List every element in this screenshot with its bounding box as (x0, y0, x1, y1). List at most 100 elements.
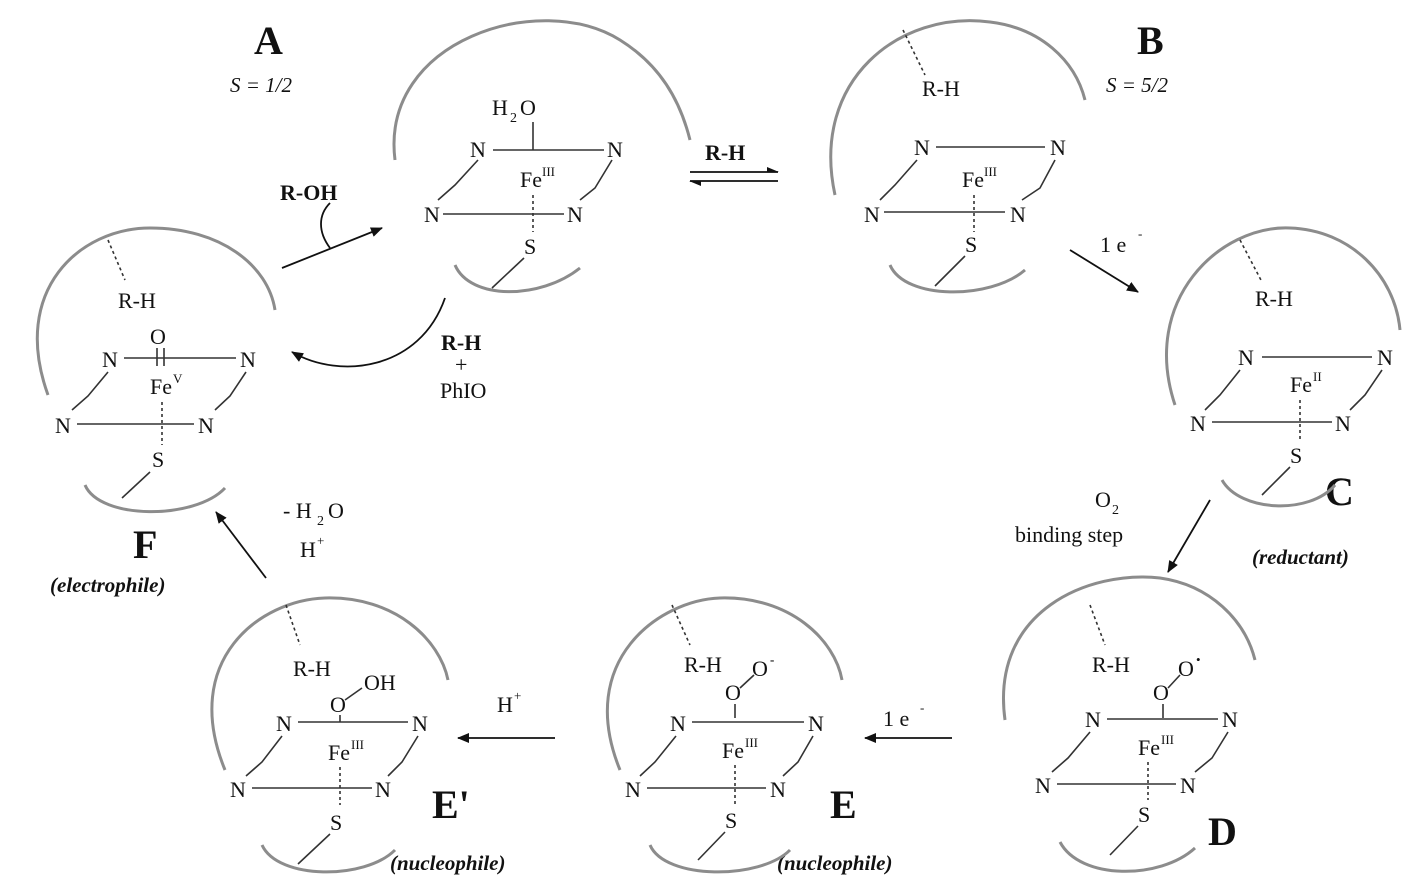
role-label-e-prime: (nucleophile) (390, 851, 506, 875)
svg-text:+: + (455, 352, 467, 377)
svg-text:III: III (351, 737, 364, 752)
oxo-o: O (150, 324, 166, 349)
condition-first-electron: 1 e (1100, 232, 1126, 257)
thiolate-s: S (1138, 802, 1150, 827)
pyrrole-n: N (230, 777, 246, 802)
svg-text:III: III (1161, 732, 1174, 747)
protein-pocket-d (1002, 575, 1257, 721)
spin-state-b: S = 5/2 (1106, 73, 1169, 97)
product-release-label: R-OH (280, 180, 337, 205)
pyrrole-n: N (1190, 411, 1206, 436)
protein-pocket-e-prime-lower (260, 844, 397, 874)
pyrrole-n: N (1238, 345, 1254, 370)
protein-pocket-e (605, 596, 844, 771)
arrow-a-to-b: R-H (689, 140, 779, 186)
svg-text:O: O (520, 95, 536, 120)
svg-text:2: 2 (1112, 503, 1119, 518)
thiolate-s: S (965, 232, 977, 257)
svg-text:O: O (328, 498, 344, 523)
pyrrole-n: N (1335, 411, 1351, 436)
species-letter-d: D (1208, 809, 1237, 854)
svg-text:H: H (492, 95, 508, 120)
dioxygen-o: O (1153, 680, 1169, 705)
svg-text:•: • (1196, 652, 1201, 667)
svg-text:-: - (770, 652, 774, 667)
svg-text:O: O (1095, 487, 1111, 512)
species-letter-a: A (254, 18, 283, 63)
protein-pocket-d-lower (1058, 841, 1197, 873)
role-label-e: (nucleophile) (777, 851, 893, 875)
pyrrole-n: N (670, 711, 686, 736)
pyrrole-n: N (375, 777, 391, 802)
pyrrole-n: N (625, 777, 641, 802)
thiolate-s: S (725, 808, 737, 833)
protein-pocket-a (392, 19, 692, 161)
arrow-peroxide-shunt: R-H + PhIO (291, 297, 486, 403)
svg-text:V: V (173, 371, 183, 386)
condition-o2-binding: binding step (1015, 522, 1123, 547)
protein-pocket-f-lower (83, 484, 227, 514)
pyrrole-n: N (470, 137, 486, 162)
species-letter-e: E (830, 782, 857, 827)
protein-pocket-f (35, 226, 277, 396)
pyrrole-n: N (198, 413, 214, 438)
iron-center-a: Fe III (520, 164, 555, 192)
pyrrole-n: N (1222, 707, 1238, 732)
pyrrole-n: N (1035, 773, 1051, 798)
pyrrole-n: N (864, 202, 880, 227)
iron-center-c: Fe II (1290, 369, 1322, 397)
protein-pocket-e-lower (648, 844, 792, 874)
substrate-label: R-H (1255, 286, 1293, 311)
pyrrole-n: N (607, 137, 623, 162)
substrate-label: R-H (922, 76, 960, 101)
peroxo-anion-ligand: O - (752, 652, 774, 681)
thiolate-s: S (152, 447, 164, 472)
arrow-e-to-e-prime: H + (457, 688, 555, 743)
peroxo-o: O (725, 680, 741, 705)
svg-text:-: - (1138, 226, 1142, 241)
arrow-c-to-d: O 2 binding step (1015, 487, 1211, 573)
arrow-f-to-a: R-OH (280, 180, 383, 269)
pyrrole-n: N (412, 711, 428, 736)
svg-text:Fe: Fe (722, 738, 744, 763)
svg-text:Fe: Fe (1290, 372, 1312, 397)
species-e-prime: E' (nucleophile) R-H O OH N N N N Fe III… (210, 596, 506, 875)
pyrrole-n: N (424, 202, 440, 227)
protein-pocket-a-lower (453, 264, 581, 294)
species-f: F (electrophile) R-H O N N N N Fe V S (35, 226, 277, 597)
svg-text:Fe: Fe (328, 740, 350, 765)
protein-pocket-c-lower (1220, 479, 1337, 508)
substrate-label: R-H (293, 656, 331, 681)
svg-text:Fe: Fe (962, 167, 984, 192)
pyrrole-n: N (240, 347, 256, 372)
iron-center-b: Fe III (962, 164, 997, 192)
svg-text:III: III (984, 164, 997, 179)
svg-text:O: O (752, 656, 768, 681)
pyrrole-n: N (1180, 773, 1196, 798)
pyrrole-n: N (808, 711, 824, 736)
svg-text:Fe: Fe (1138, 735, 1160, 760)
pyrrole-n: N (770, 777, 786, 802)
iron-center-e-prime: Fe III (328, 737, 364, 765)
species-d: D R-H O O • N N N N Fe III S (1002, 575, 1257, 873)
svg-text:+: + (317, 533, 324, 548)
condition-substrate-binding: R-H (705, 140, 745, 165)
protein-pocket-b-lower (888, 264, 1026, 294)
protein-pocket-e-prime (210, 596, 450, 771)
arrow-d-to-e: 1 e - (864, 700, 952, 743)
svg-text:II: II (1313, 369, 1322, 384)
water-ligand-a: H 2 O (492, 95, 536, 126)
species-letter-e-prime: E' (432, 782, 470, 827)
pyrrole-n: N (914, 135, 930, 160)
substrate-label: R-H (684, 652, 722, 677)
arrow-b-to-c: 1 e - (1069, 226, 1142, 293)
species-b: B S = 5/2 R-H N N N N Fe III S (829, 18, 1169, 294)
role-label-f: (electrophile) (50, 573, 165, 597)
pyrrole-n: N (1050, 135, 1066, 160)
superoxo-ligand: O • (1178, 652, 1201, 681)
substrate-label: R-H (118, 288, 156, 313)
svg-text:2: 2 (317, 514, 324, 529)
species-c: C (reductant) R-H N N N N Fe II S (1165, 226, 1402, 569)
svg-text:2: 2 (510, 111, 517, 126)
svg-text:Fe: Fe (150, 374, 172, 399)
